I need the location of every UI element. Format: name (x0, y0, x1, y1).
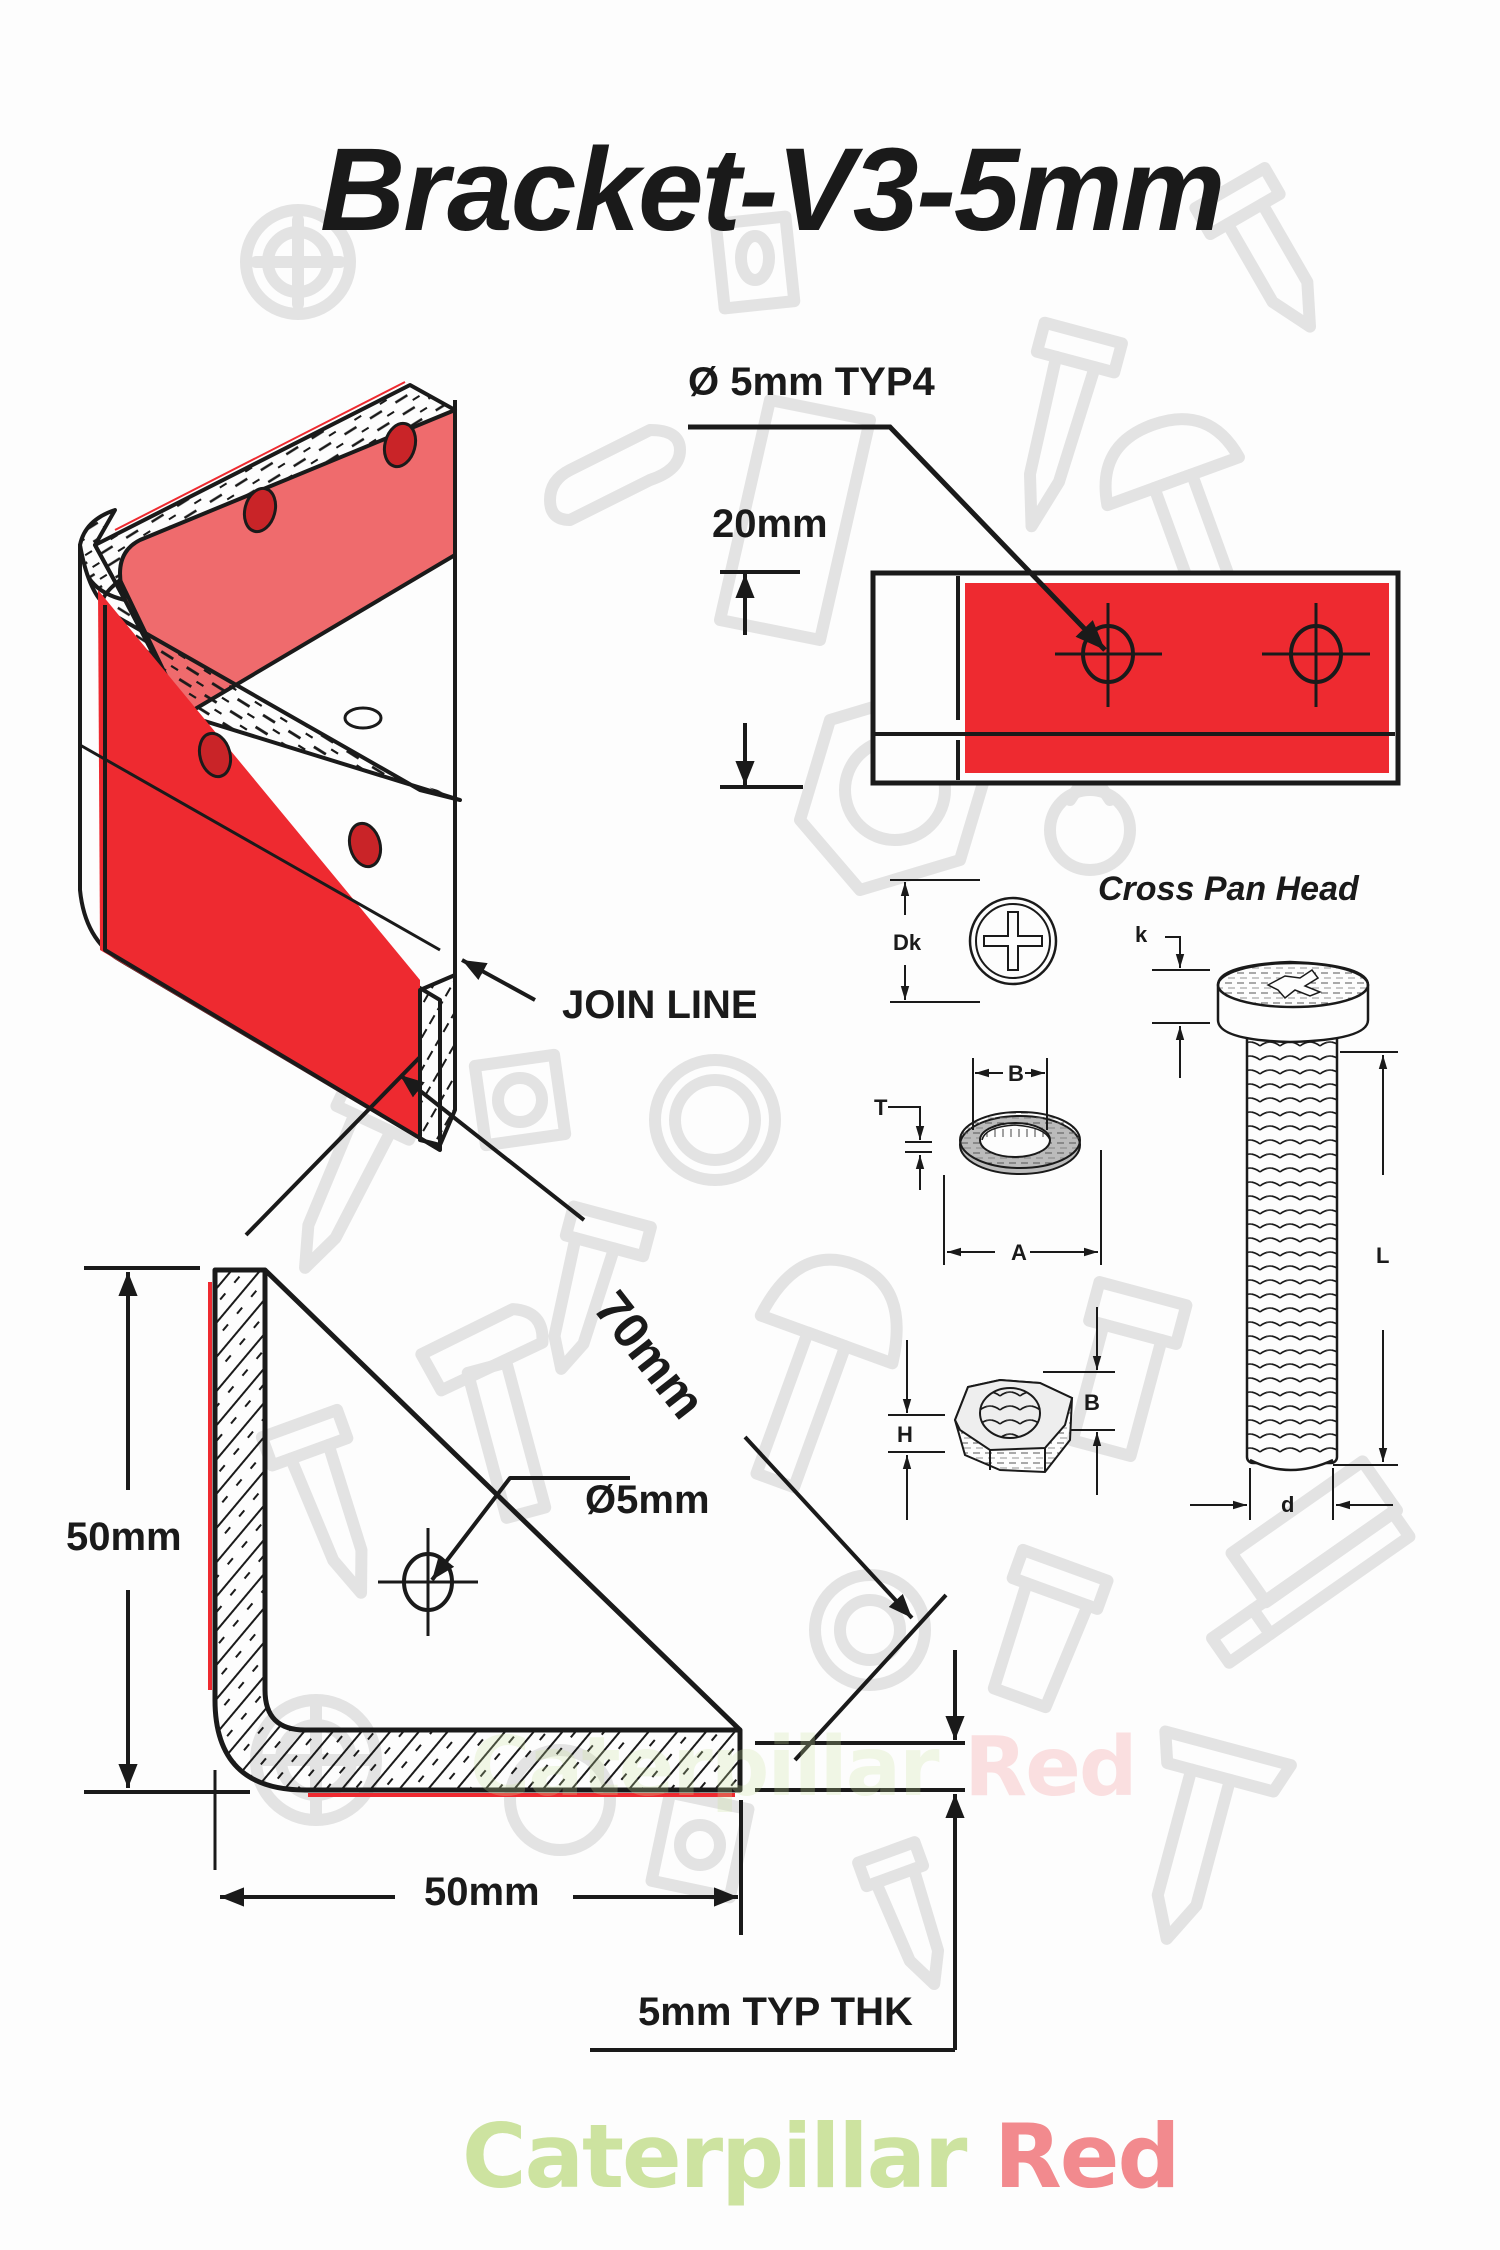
front-view (688, 424, 1401, 789)
watermark-bolt-icon (548, 1200, 657, 1375)
watermark-screw-icon-4 (255, 1403, 368, 1599)
page-title: Bracket-V3-5mm (320, 124, 1225, 256)
watermark-dome-bolt-icon (750, 1253, 903, 1494)
front-view-hole-callout: Ø 5mm TYP4 (688, 360, 935, 405)
section-hole-callout: Ø5mm (585, 1478, 710, 1523)
brand-word2: Red (994, 2105, 1180, 2208)
dim-washer-b-label: B (1008, 1061, 1024, 1086)
iso-end-cap (418, 973, 457, 1147)
front-view-hole-2 (1262, 603, 1370, 707)
watermark-screw-icon (1189, 162, 1316, 333)
watermark-pan-screw-icon (415, 1303, 552, 1524)
iso-hole (347, 821, 383, 869)
front-view-hole-1 (1055, 603, 1162, 707)
dim-20mm-label: 20mm (712, 502, 828, 546)
thickness-callout-label: 5mm TYP THK (638, 1990, 913, 2034)
dim-d-label: d (1281, 1492, 1295, 1517)
hex-nut-drawing (888, 1307, 1115, 1520)
join-line-label: JOIN LINE (562, 983, 758, 1027)
dim-k-label: k (1135, 922, 1148, 947)
iso-hole (242, 486, 278, 534)
cross-recess-slot-icon (1266, 968, 1323, 1000)
section-hole (378, 1528, 478, 1636)
washer-drawing (888, 1058, 1102, 1265)
iso-hole-edge (343, 706, 383, 730)
dim-nut-h-label: H (897, 1422, 913, 1447)
isometric-bracket-view (78, 381, 536, 1152)
iso-bottom-arm-face (98, 590, 420, 1140)
iso-join-line (79, 743, 441, 952)
pan-head-screw-drawing (1152, 936, 1398, 1520)
watermark-wing-screw-icon (1225, 1455, 1404, 1609)
section-l-profile (212, 1267, 743, 1793)
iso-holes (197, 421, 418, 869)
watermark-square-washer-icon (468, 1048, 572, 1152)
watermark-fastener-icons (240, 162, 1416, 1990)
watermark-square-nut-icon (709, 210, 801, 315)
screw-head-top-view (890, 879, 1058, 1003)
dim-dk-label: Dk (893, 930, 922, 955)
section-hole-callout-text: 5mm (616, 1478, 710, 1522)
iso-hole (382, 421, 418, 469)
side-section-view (84, 1055, 965, 2052)
hardware-heading: Cross Pan Head (1098, 870, 1359, 908)
brand-logo: Caterpillar Red (462, 2105, 1180, 2208)
dim-washer-t-label: T (874, 1095, 888, 1120)
watermark-hinge-icon (714, 394, 876, 646)
watermark-screw-icon-5 (852, 1836, 945, 1990)
watermark-target-icon-2 (809, 1569, 931, 1691)
front-view-red-plate (965, 583, 1389, 773)
brand-watermark-word2: Red (964, 1720, 1137, 1815)
hole-callout-leader (688, 424, 1107, 652)
join-line-leader (461, 958, 536, 1002)
dim-nut-b-label: B (1084, 1390, 1100, 1415)
watermark-clip-icon (544, 424, 686, 526)
hole-callout-text: 5mm TYP4 (730, 360, 935, 404)
iso-hole (197, 731, 233, 779)
dim-50mm-horizontal-label: 50mm (424, 1870, 540, 1914)
cross-recess-icon (983, 911, 1043, 971)
dim-70mm-arrow-top (398, 1073, 586, 1222)
dim-washer-a-label: A (1011, 1240, 1027, 1265)
section-gusset-diagonal (263, 1268, 742, 1732)
brand-watermark-word1: Caterpillar (470, 1720, 940, 1815)
watermark-hex-bolt-icon (1066, 1276, 1193, 1462)
diameter-symbol: Ø (688, 360, 720, 404)
brand-watermark: Caterpillar Red (470, 1720, 1138, 1815)
dim-50mm-vertical-label: 50mm (66, 1515, 182, 1559)
section-hole-leader (430, 1476, 630, 1582)
brand-word1: Caterpillar (462, 2105, 967, 2208)
dim-70mm-arrow-bottom (743, 1435, 914, 1620)
dim-l-label: L (1376, 1243, 1390, 1268)
watermark-nail-icon (1151, 1725, 1297, 1945)
diameter-symbol: Ø (585, 1478, 617, 1522)
watermark-bolt-icon-2 (987, 1543, 1114, 1714)
watermark-target-icon (240, 204, 356, 320)
watermark-self-tap-screw-icon (1206, 1505, 1416, 1669)
watermark-screw-icon-2 (1023, 316, 1128, 533)
watermark-washer-icon (649, 1054, 781, 1186)
